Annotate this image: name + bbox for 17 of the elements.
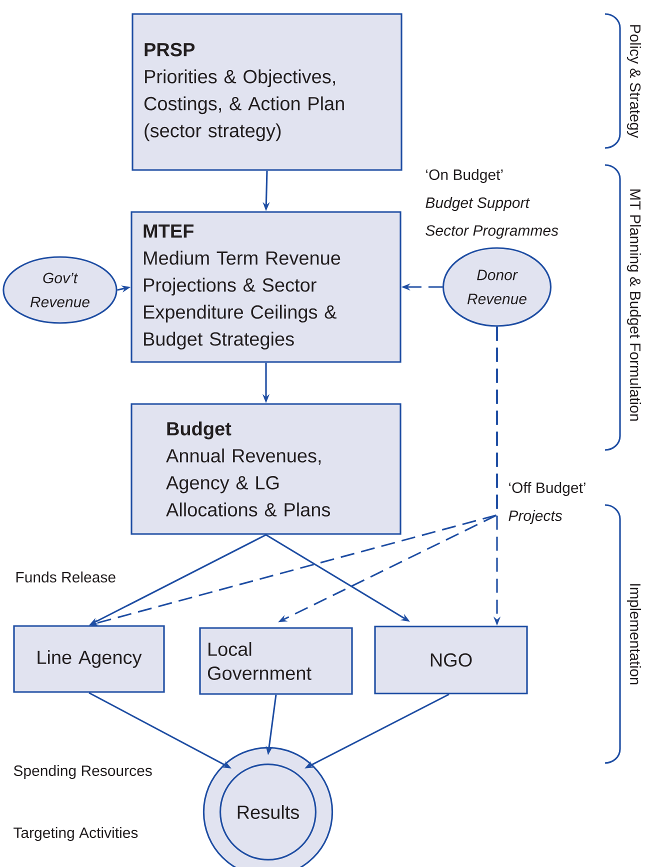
step-label: Spending Resources: [14, 765, 152, 779]
note-label: ‘On Budget’: [426, 169, 503, 183]
process-box: PRSP Priorities & Objectives, Costings, & Action Plan (sector strategy): [132, 13, 402, 171]
section-label: MT Planning & Budget Formulation: [627, 190, 641, 421]
note-label: ‘Off Budget’: [509, 482, 586, 496]
note-label: Sector Programmes: [426, 225, 558, 239]
agency-box: NGO: [374, 626, 528, 694]
agency-box: Local Government: [199, 627, 353, 695]
step-label: Targeting Activities: [14, 827, 138, 841]
agency-box: Line Agency: [13, 625, 165, 693]
section-label: Policy & Strategy: [627, 25, 641, 138]
process-box: Budget Annual Revenues, Agency & LG Allocations & Plans: [130, 403, 402, 535]
note-label: Projects: [508, 510, 562, 524]
process-box: MTEF Medium Term Revenue Projections & Sector Expenditure Ceilings & Budget Strategies: [130, 211, 402, 363]
step-label: Funds Release: [16, 572, 116, 582]
note-label: Budget Support: [426, 197, 530, 211]
section-label: Implementation: [627, 584, 641, 684]
